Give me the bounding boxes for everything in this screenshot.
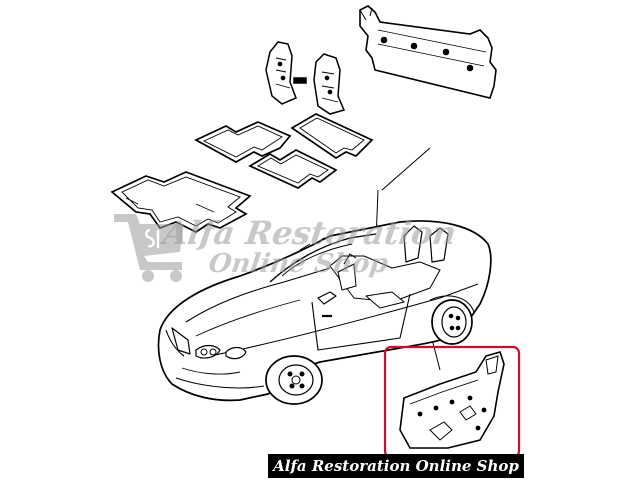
footer-bar bbox=[268, 454, 524, 478]
cart-logo-icon bbox=[114, 214, 184, 282]
footer-label: Alfa Restoration Online Shop bbox=[271, 457, 519, 475]
main-floor-mat bbox=[110, 171, 252, 233]
seat-back-insulation-right bbox=[313, 53, 346, 115]
watermark-line-1: Alfa Restoration bbox=[158, 214, 459, 252]
rear-bulkhead-panel bbox=[359, 5, 497, 99]
rear-wheel bbox=[431, 299, 473, 345]
watermark: Alfa Restoration Online Shop bbox=[114, 214, 459, 282]
rear-floor-mat-right bbox=[290, 113, 374, 160]
front-floor-mat-left bbox=[248, 149, 338, 189]
car-illustration bbox=[157, 220, 492, 402]
front-wheel bbox=[265, 355, 323, 405]
watermark-line-2: Online Shop bbox=[207, 248, 390, 279]
door-panel-insulation bbox=[399, 351, 505, 449]
seat-back-insulation-left bbox=[265, 41, 307, 105]
rear-floor-mat-left bbox=[194, 121, 292, 163]
